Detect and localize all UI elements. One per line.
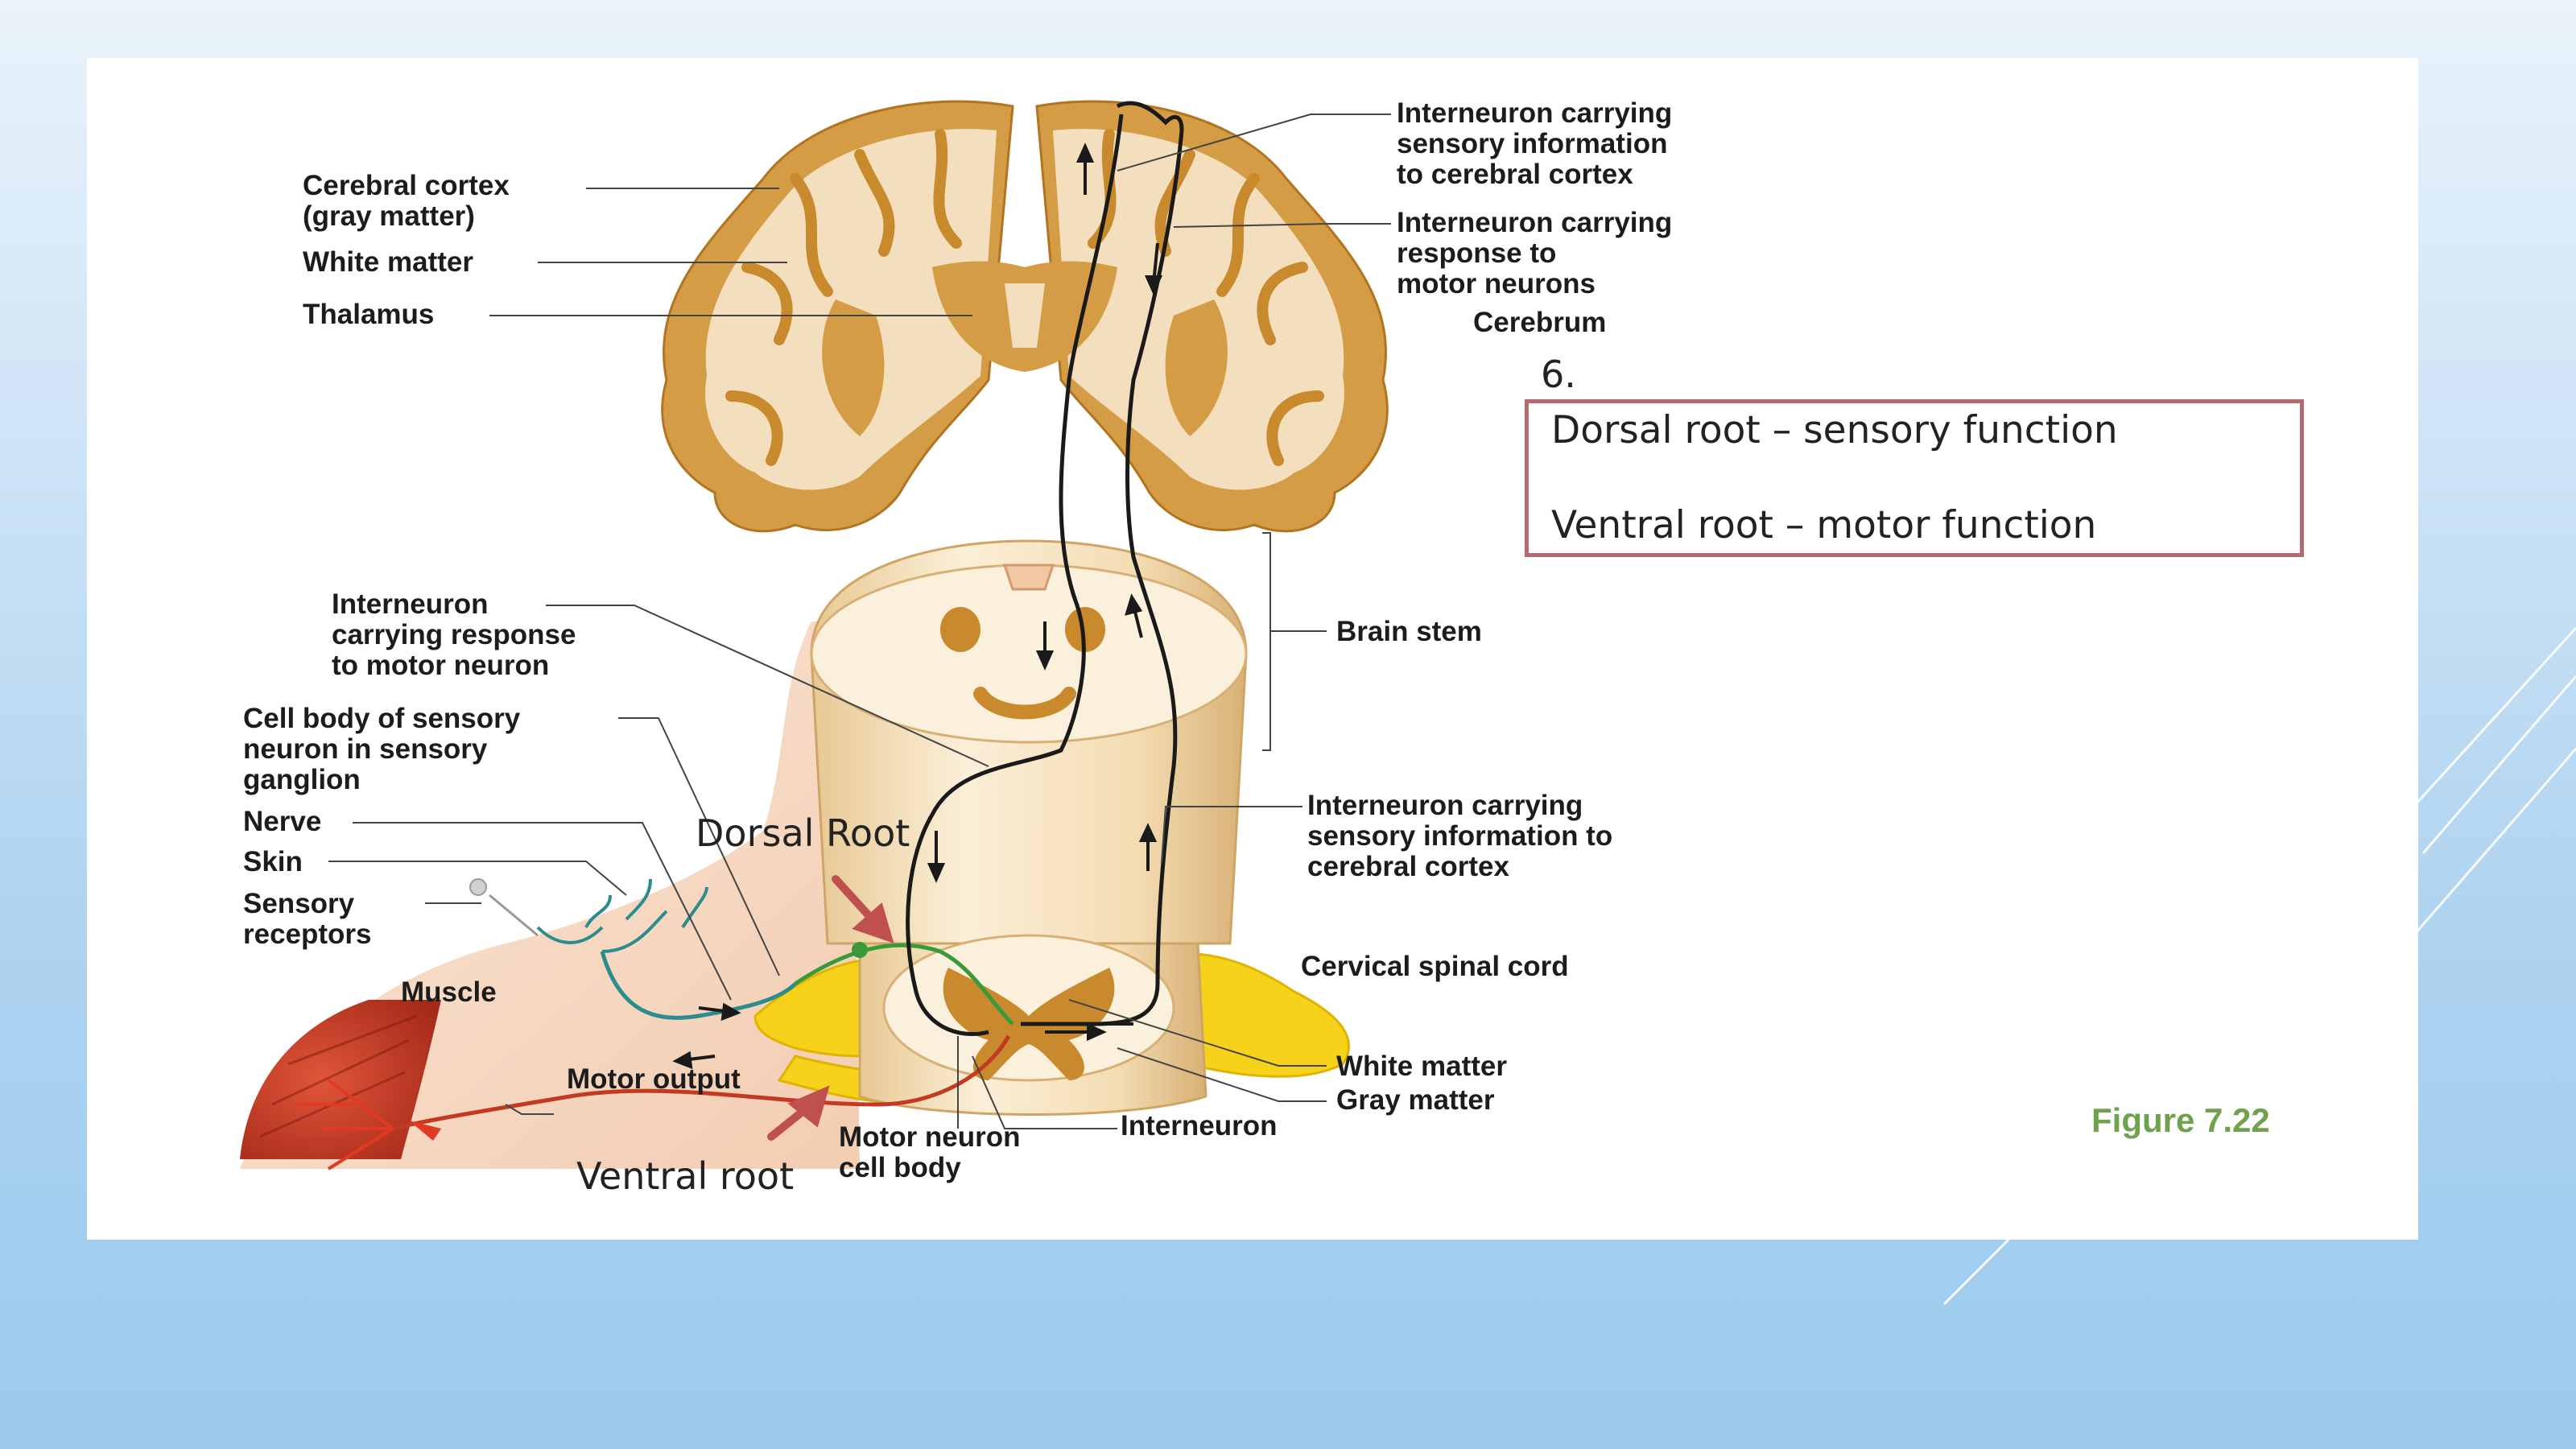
label-white-matter-top: White matter bbox=[303, 246, 473, 278]
answer-box: Dorsal root – sensory function Ventral r… bbox=[1525, 399, 2304, 557]
leader-lines bbox=[328, 114, 1391, 1129]
sensory-neuron bbox=[469, 878, 1014, 1026]
label-cerebral-cortex: Cerebral cortex (gray matter) bbox=[303, 170, 510, 232]
label-cell-body-sensory: Cell body of sensory neuron in sensory g… bbox=[243, 703, 521, 795]
label-brain-stem: Brain stem bbox=[1336, 616, 1482, 647]
label-cervical-spinal-cord: Cervical spinal cord bbox=[1301, 951, 1569, 982]
label-thalamus: Thalamus bbox=[303, 299, 435, 330]
dorsal-root-label: Dorsal Root bbox=[696, 811, 910, 855]
ventral-root-label: Ventral root bbox=[576, 1154, 795, 1198]
label-muscle: Muscle bbox=[401, 976, 497, 1008]
diagram-panel: Cerebral cortex (gray matter) White matt… bbox=[87, 58, 2418, 1240]
direction-arrows bbox=[672, 142, 1163, 1070]
label-interneuron-response-top: Interneuron carrying response to motor n… bbox=[1397, 207, 1673, 299]
motor-neuron-path bbox=[296, 1034, 1011, 1170]
label-motor-output: Motor output bbox=[567, 1063, 741, 1095]
brain-stem bbox=[810, 539, 1248, 945]
label-interneuron: Interneuron bbox=[1121, 1110, 1278, 1141]
answer-line-dorsal: Dorsal root – sensory function bbox=[1551, 408, 2118, 452]
label-interneuron-sensory-right: Interneuron carrying sensory information… bbox=[1307, 790, 1613, 882]
label-cerebrum: Cerebrum bbox=[1473, 307, 1607, 338]
nervous-system-illustration bbox=[240, 100, 1391, 1170]
label-skin: Skin bbox=[243, 846, 303, 877]
annotation-arrows bbox=[767, 875, 894, 1141]
label-sensory-receptors: Sensory receptors bbox=[243, 888, 372, 950]
answer-line-ventral: Ventral root – motor function bbox=[1551, 503, 2097, 547]
brain-cerebrum bbox=[661, 100, 1389, 533]
label-gray-matter: Gray matter bbox=[1336, 1084, 1495, 1116]
label-interneuron-sensory-top: Interneuron carrying sensory information… bbox=[1397, 97, 1673, 190]
label-interneuron-response-left: Interneuron carrying response to motor n… bbox=[332, 588, 576, 681]
muscle-shape bbox=[240, 1000, 441, 1159]
question-number: 6. bbox=[1541, 353, 1576, 396]
label-white-matter-bottom: White matter bbox=[1336, 1051, 1507, 1082]
figure-caption: Figure 7.22 bbox=[2091, 1101, 2270, 1139]
label-nerve: Nerve bbox=[243, 806, 322, 837]
label-motor-neuron-cell-body: Motor neuron cell body bbox=[839, 1121, 1021, 1183]
interneuron-pathway bbox=[906, 101, 1184, 1037]
